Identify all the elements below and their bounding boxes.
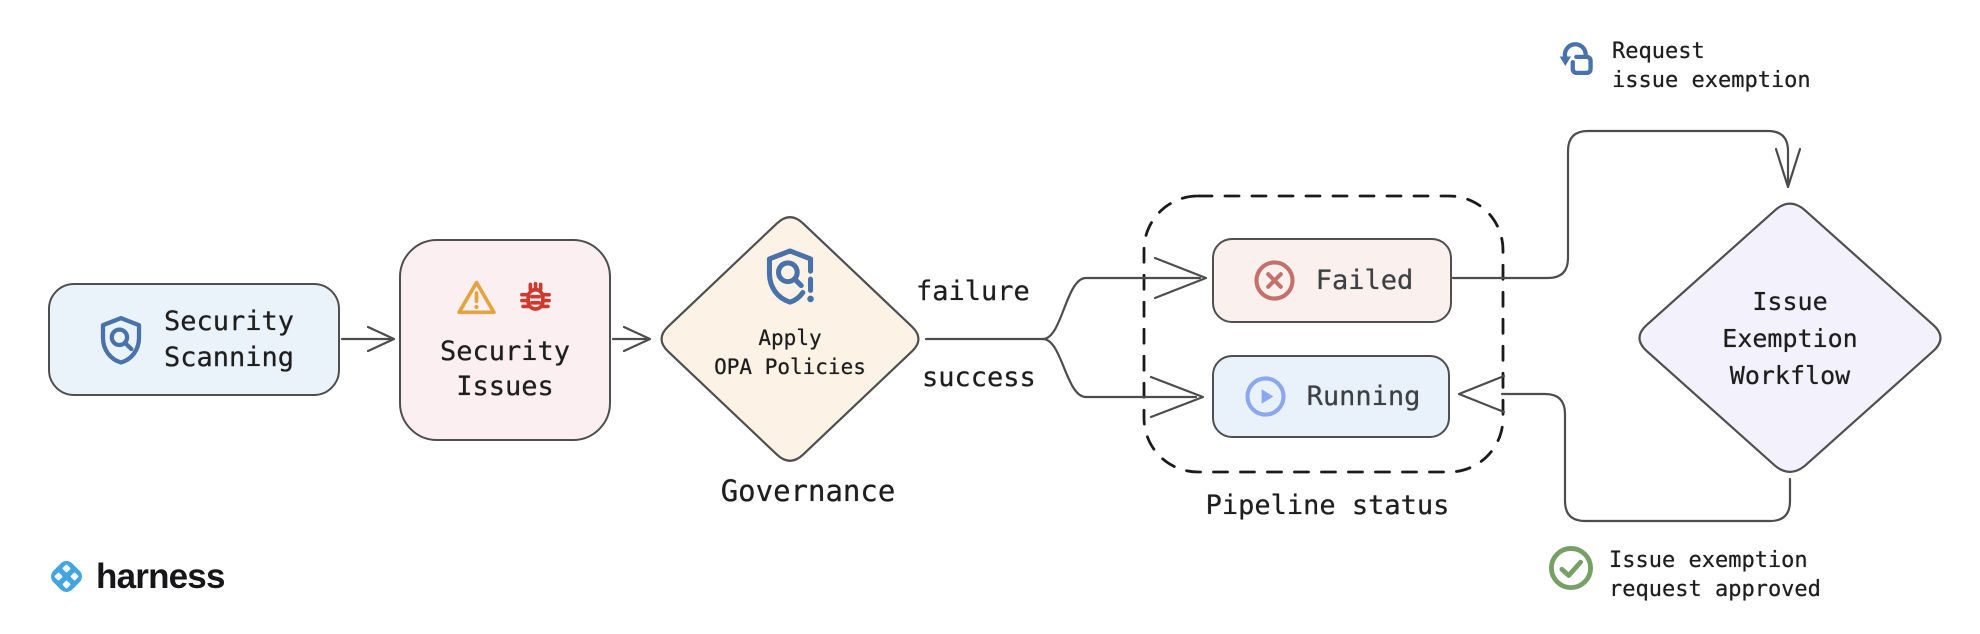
edge-label-failure: failure: [916, 276, 1030, 307]
harness-diamond-icon: [46, 556, 87, 597]
security-issues-label: Security Issues: [439, 335, 571, 402]
harness-logo: harness: [46, 556, 225, 597]
node-running: Running: [1212, 355, 1450, 438]
circle-x-icon: [1251, 257, 1298, 304]
annotation-exemption-approved: Issue exemption request approved: [1546, 543, 1821, 604]
edge-success-branch: [1041, 337, 1198, 399]
apply-opa-policies-diamond: [660, 216, 920, 462]
annotation-request-exemption: Request issue exemption: [1552, 34, 1811, 95]
node-failed: Failed: [1212, 238, 1452, 323]
edge-label-success: success: [922, 362, 1036, 393]
issue-exemption-workflow-diamond: [1638, 202, 1942, 473]
check-circle-icon: [1546, 543, 1596, 593]
request-exemption-label: Request issue exemption: [1612, 39, 1811, 94]
tap-request-icon: [1552, 34, 1599, 84]
shield-scan-icon: [94, 311, 148, 369]
edge-failed-to-exemption: [1451, 129, 1790, 280]
security-scanning-label: Security Scanning: [163, 306, 295, 373]
node-security-issues: Security Issues: [399, 239, 611, 441]
node-security-scanning: Security Scanning: [48, 283, 340, 396]
shield-policy-alert-icon: [758, 244, 822, 308]
running-label: Running: [1306, 381, 1421, 412]
harness-wordmark: harness: [96, 556, 225, 596]
arrowhead-into-opa: [622, 325, 652, 353]
failed-label: Failed: [1315, 265, 1414, 296]
edge-failure-branch: [1041, 276, 1202, 341]
issue-exemption-workflow-label: Issue Exemption Workflow: [1722, 287, 1858, 390]
exemption-approved-label: Issue exemption request approved: [1609, 548, 1821, 603]
apply-opa-policies-label: Apply OPA Policies: [714, 326, 866, 380]
pipeline-status-caption: Pipeline status: [1205, 490, 1450, 521]
circle-play-icon: [1242, 373, 1289, 420]
pipeline-status-container: [1142, 194, 1505, 474]
arrowhead-into-running: [1149, 375, 1205, 419]
edge-exemption-to-running: [1500, 392, 1792, 523]
bug-icon: [513, 276, 558, 320]
arrowhead-into-exemption: [1774, 147, 1802, 189]
governance-caption: Governance: [720, 474, 896, 508]
arrowhead-into-failed: [1153, 256, 1208, 300]
arrowhead-into-running-right: [1457, 374, 1506, 414]
arrowhead-into-issues: [366, 325, 396, 353]
warning-triangle-icon: [453, 276, 500, 320]
